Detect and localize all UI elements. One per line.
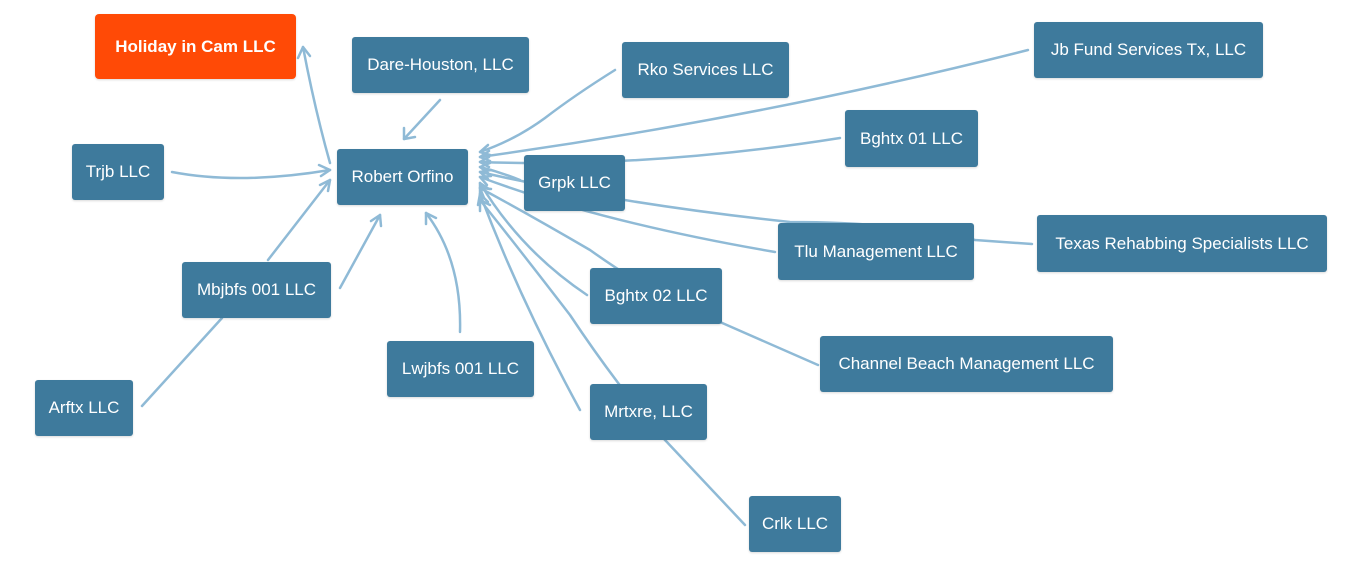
node-bghtx-01[interactable]: Bghtx 01 LLC (845, 110, 978, 167)
edge-dare-to-robert (402, 98, 442, 141)
node-label: Channel Beach Management LLC (838, 354, 1095, 373)
arrowhead-icon (402, 126, 417, 141)
node-lwjbfs-001[interactable]: Lwjbfs 001 LLC (387, 341, 534, 397)
node-label: Dare-Houston, LLC (367, 55, 514, 74)
node-label: Trjb LLC (85, 162, 151, 181)
arrowhead-icon (476, 192, 490, 207)
node-label: Bghtx 01 LLC (859, 128, 963, 148)
edge-grpk-to-robert (478, 165, 522, 182)
node-label: Jb Fund Services Tx, LLC (1050, 40, 1247, 59)
node-mrtxre[interactable]: Mrtxre, LLC (590, 384, 707, 440)
arrowhead-icon (296, 45, 312, 60)
edge-jbfund-to-robert (478, 48, 1030, 159)
node-grpk[interactable]: Grpk LLC (524, 155, 625, 211)
arrowhead-icon (318, 178, 332, 193)
edge-arftx-to-mbjbfs (140, 316, 224, 408)
edge-tlu-to-robert (478, 175, 777, 254)
edge-mrtxre-to-robert (478, 192, 582, 412)
node-crlk[interactable]: Crlk LLC (749, 496, 841, 552)
node-robert-orfino[interactable]: Robert Orfino (337, 149, 468, 205)
edge-mbjbfs-to-robert-2 (266, 178, 332, 262)
arrowhead-icon (478, 198, 492, 213)
edge-trjb-to-robert (170, 168, 332, 180)
node-rko-services[interactable]: Rko Services LLC (622, 42, 789, 98)
node-label: Rko Services LLC (637, 60, 774, 79)
node-bghtx-02[interactable]: Bghtx 02 LLC (590, 268, 722, 324)
node-label: Lwjbfs 001 LLC (401, 359, 520, 378)
edge-rko-to-robert (478, 68, 617, 154)
node-label: Texas Rehabbing Specialists LLC (1055, 233, 1309, 253)
node-texas-rehabbing[interactable]: Texas Rehabbing Specialists LLC (1037, 215, 1327, 272)
arrowhead-icon (478, 186, 493, 200)
node-label: Arftx LLC (48, 398, 120, 417)
node-label: Grpk LLC (538, 173, 611, 192)
node-dare-houston[interactable]: Dare-Houston, LLC (352, 37, 529, 93)
node-label: Mrtxre, LLC (604, 402, 693, 421)
node-label: Bghtx 02 LLC (604, 286, 708, 305)
edge-lwjbfs-to-robert (424, 211, 462, 334)
node-holiday-in-cam[interactable]: Holiday in Cam LLC (95, 14, 296, 79)
node-arftx[interactable]: Arftx LLC (35, 380, 133, 436)
arrowhead-icon (317, 163, 332, 178)
edge-robert-to-holiday (301, 45, 332, 165)
node-trjb[interactable]: Trjb LLC (72, 144, 164, 200)
arrowhead-icon (424, 211, 438, 226)
node-jb-fund-services[interactable]: Jb Fund Services Tx, LLC (1034, 22, 1263, 78)
node-label: Mbjbfs 001 LLC (196, 280, 317, 299)
node-label: Tlu Management LLC (794, 241, 958, 261)
node-label: Holiday in Cam LLC (115, 36, 276, 56)
arrowhead-icon (478, 174, 493, 187)
edge-mbjbfs-to-robert (338, 213, 382, 290)
edge-bghtx02-to-robert (478, 181, 589, 297)
node-label: Robert Orfino (351, 167, 454, 186)
node-label: Crlk LLC (761, 514, 829, 533)
node-mbjbfs-001[interactable]: Mbjbfs 001 LLC (182, 262, 331, 318)
arrowhead-icon (369, 213, 383, 228)
node-channel-beach[interactable]: Channel Beach Management LLC (820, 336, 1113, 392)
node-tlu-management[interactable]: Tlu Management LLC (778, 223, 974, 280)
